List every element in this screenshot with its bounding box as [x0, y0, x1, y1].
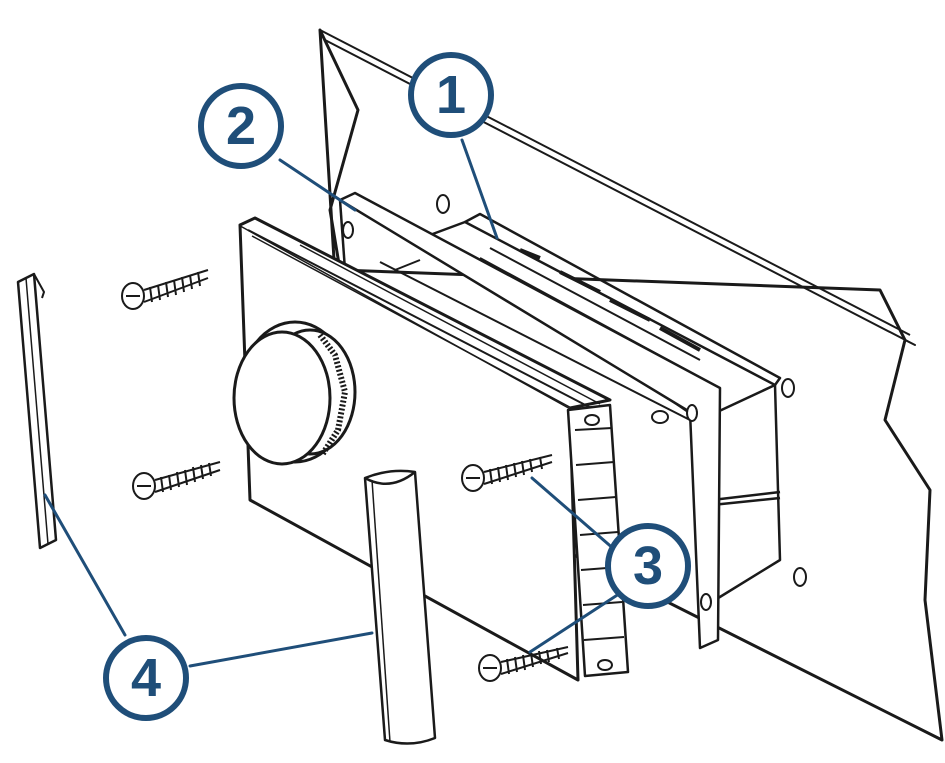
callout-4: 4: [103, 635, 189, 721]
callout-2-label: 2: [226, 96, 256, 156]
trim-strip-left: [16, 272, 58, 550]
trim-strip-front: [363, 469, 437, 745]
mounting-screws: [121, 269, 569, 682]
screw-right-lower: [478, 646, 569, 682]
mounting-sleeve: [338, 191, 722, 650]
leader-1: [460, 138, 499, 240]
callout-3-label: 3: [633, 536, 663, 596]
leader-2: [278, 158, 357, 212]
callout-1-label: 1: [436, 65, 466, 125]
leader-4a: [43, 493, 127, 637]
leader-3a: [530, 476, 617, 552]
screw-right-upper: [461, 454, 553, 492]
screw-bottom-left: [132, 461, 221, 500]
mounting-wall-panel: [318, 28, 944, 742]
callout-leaders: [43, 138, 627, 668]
side-bracket-strip: [566, 403, 669, 678]
screw-top-left: [121, 269, 209, 310]
callout-3: 3: [605, 523, 691, 609]
callout-4-label: 4: [131, 648, 161, 708]
callout-1: 1: [408, 52, 494, 138]
callout-2: 2: [198, 83, 284, 169]
leader-4b: [188, 631, 374, 668]
trim-pieces: [16, 272, 437, 745]
leader-3b: [528, 588, 627, 654]
front-faceplate: [232, 216, 612, 682]
